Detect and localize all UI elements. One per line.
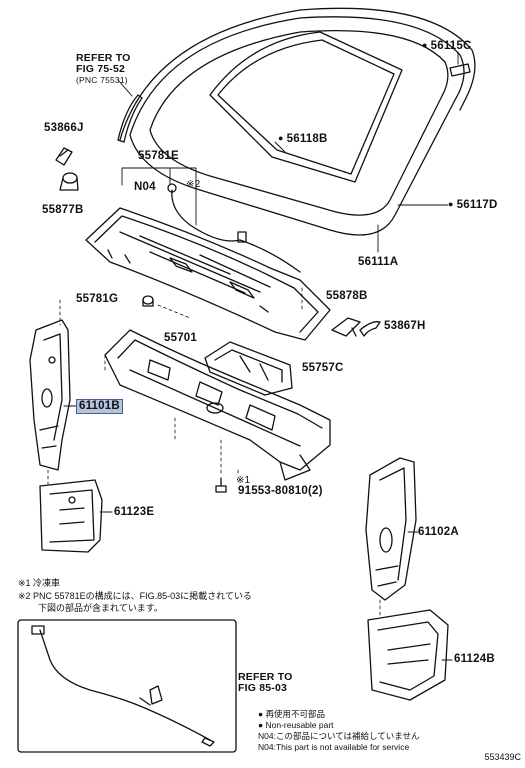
part-label-mark2: ※2	[186, 179, 201, 190]
seal-53867h	[359, 321, 381, 337]
part-label-56118b[interactable]: 56118B	[278, 133, 328, 146]
glass-molding	[119, 7, 476, 141]
note-2a: ※2 PNC 55781Eの構成には、FIG.85-03に掲載されている	[18, 591, 252, 601]
part-label-53867h[interactable]: 53867H	[384, 320, 426, 332]
part-label-n04[interactable]: N04	[134, 181, 156, 193]
panel-61124b	[367, 609, 449, 701]
part-label-56117d[interactable]: 56117D	[448, 199, 498, 212]
part-label-55781g[interactable]: 55781G	[76, 293, 119, 305]
part-label-55757c[interactable]: 55757C	[302, 362, 344, 374]
bolt-91553	[215, 477, 227, 493]
ref-fig-75-52: REFER TO FIG 75-52 (PNC 75531)	[76, 52, 131, 86]
note-2b: 下図の部品が含まれています。	[38, 603, 163, 613]
part-label-53866j[interactable]: 53866J	[44, 122, 84, 134]
ref-bottom-line2: FIG 85-03	[238, 682, 288, 694]
clip-53866j	[55, 147, 73, 166]
clip-55877b	[59, 172, 79, 191]
cowl-louver	[85, 207, 331, 341]
legend-line-1: ● 再使用不可部品	[258, 709, 325, 719]
side-moulding-strip	[117, 94, 143, 143]
assembly-lines	[47, 287, 381, 619]
bracket-55757c	[204, 341, 293, 396]
part-label-56115c[interactable]: 56115C	[422, 40, 472, 53]
bracket-61123e	[39, 479, 103, 553]
washer-hose	[167, 183, 301, 273]
part-label-61124b[interactable]: 61124B	[454, 653, 495, 665]
dam-56115c	[449, 51, 471, 77]
part-label-55781e[interactable]: 55781E	[138, 150, 179, 162]
ref-bottom-line1: REFER TO	[238, 671, 293, 683]
part-label-91553[interactable]: 91553-80810(2)	[238, 485, 323, 497]
cowl-side-panel-left	[29, 319, 71, 471]
part-label-61102a[interactable]: 61102A	[418, 526, 459, 538]
cowl-side-panel-right	[365, 457, 417, 601]
part-label-55701[interactable]: 55701	[164, 332, 197, 344]
part-label-61123e[interactable]: 61123E	[114, 506, 155, 518]
figure-code: 553439C	[484, 752, 521, 762]
bracket-55781e	[121, 167, 197, 226]
ref-top-line3: (PNC 75531)	[76, 75, 128, 85]
part-label-mark1: ※1	[236, 475, 251, 486]
cover-55878b	[331, 317, 361, 337]
part-label-55877b[interactable]: 55877B	[42, 204, 84, 216]
wire-detail-inset	[17, 619, 237, 753]
legend: ● 再使用不可部品 ● Non-reusable part N04:この部品につ…	[258, 709, 420, 753]
ref-leader-top	[117, 79, 133, 97]
grommet-55781g	[142, 295, 154, 307]
ref-fig-85-03: REFER TO FIG 85-03	[238, 672, 293, 694]
legend-line-3: N04:この部品については補給していません	[258, 731, 420, 741]
windshield-glass	[129, 16, 465, 236]
part-label-56111a[interactable]: 56111A	[358, 256, 399, 268]
leader-56118b	[274, 141, 286, 153]
note-1: ※1 冷凍車	[18, 578, 61, 588]
part-label-61101b[interactable]: 61101B	[76, 399, 123, 414]
ref-top-line1: REFER TO	[76, 52, 131, 64]
legend-line-2: ● Non-reusable part	[258, 720, 334, 730]
part-label-55878b[interactable]: 55878B	[326, 290, 368, 302]
cowl-panel-55701	[104, 329, 331, 481]
ref-top-line2: FIG 75-52	[76, 63, 126, 75]
legend-line-4: N04:This part is not available for servi…	[258, 742, 410, 752]
